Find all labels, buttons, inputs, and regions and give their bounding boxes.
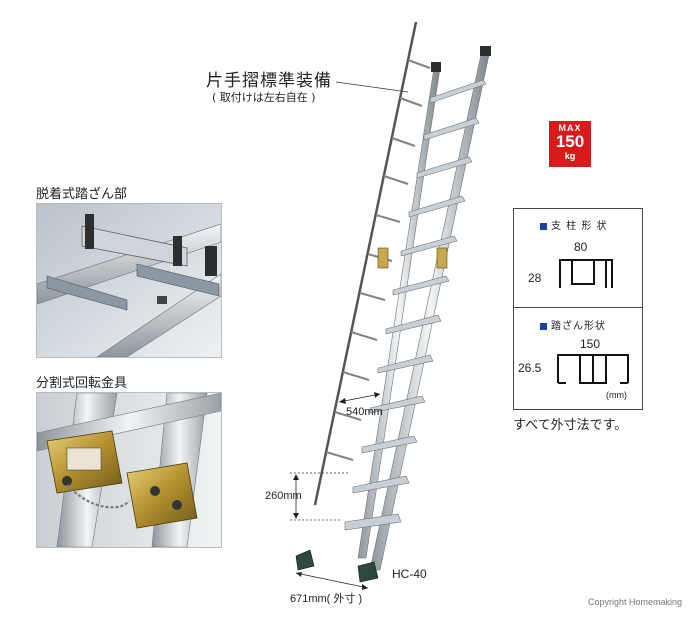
split-hinge-illustration [37,393,221,547]
pillar-profile-drawing [559,259,613,288]
inner-width-label: 540mm [346,406,383,418]
max-load-label: MAX [558,123,582,133]
left-foot [295,549,315,571]
split-hinge-caption: 分割式回転金具 [36,376,128,391]
left-top-cap [431,62,441,72]
model-label: HC-40 [392,567,427,581]
handrail-callout-title: 片手摺標準装備 [206,71,332,91]
outer-width-dim-line [295,572,369,589]
inner-width-dim-line [338,393,381,403]
max-load-unit: kg [564,151,576,161]
max-load-badge: MAX 150 kg [549,121,591,167]
step-height-value: 26.5 [518,361,542,375]
spec-divider [514,307,642,308]
step-width-value: 150 [580,337,601,351]
step-profile-drawing [557,354,629,384]
max-load-value: 150 [555,132,585,151]
spec-box: 支 柱 形 状 80 28 踏ざん形状 150 26.5 (mm) [513,208,643,410]
left-hinge-bracket [377,247,389,269]
split-hinge-photo [36,392,222,548]
pillar-shape-title: 支 柱 形 状 [540,217,608,232]
handrail-callout-subtitle: ( 取付けは左右自在 ) [212,91,316,104]
step-shape-title: 踏ざん形状 [540,317,606,332]
square-bullet-icon [540,222,547,230]
detachable-step-photo [36,203,222,358]
right-foot [357,561,379,583]
ladder-illustration [290,21,491,590]
handrail [313,21,418,506]
square-bullet-icon [540,322,547,330]
outer-dimension-note: すべて外寸法です。 [513,418,628,433]
detachable-step-illustration [37,204,221,357]
detachable-step-caption: 脱着式踏ざん部 [36,187,128,202]
pillar-width-value: 80 [574,240,588,254]
spec-unit-label: (mm) [606,390,627,400]
right-top-cap [480,46,491,56]
step-pitch-label: 260mm [265,490,302,502]
right-hinge-bracket [436,247,448,269]
callout-leader-line [335,81,409,93]
outer-width-label: 671mm( 外寸 ) [290,593,363,605]
ladder-steps [344,79,487,531]
pillar-height-value: 28 [528,271,542,285]
copyright-text: Copyright Homemaking [588,597,683,607]
